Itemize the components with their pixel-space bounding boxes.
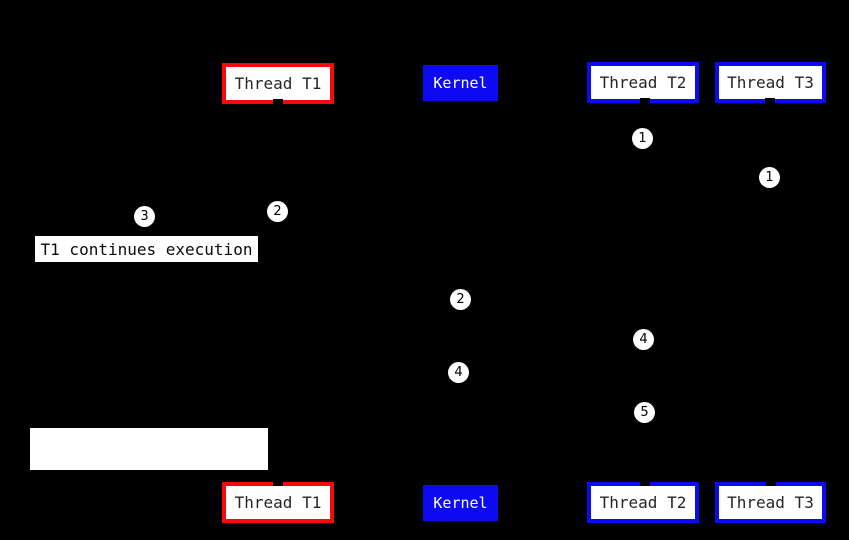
t1-continues-execution-label: T1 continues execution (35, 236, 258, 262)
step-marker-5: 5 (634, 402, 655, 423)
kernel-box-bottom: Kernel (423, 485, 498, 521)
thread-t3-box-top: Thread T3 (715, 62, 826, 103)
thread-t2-box-bottom: Thread T2 (587, 482, 699, 523)
arrow-tip-notch (273, 99, 283, 105)
step-marker-2-center: 2 (450, 289, 471, 310)
step-marker-1-thread-t3: 1 (759, 167, 780, 188)
arrow-tip-notch (765, 98, 775, 104)
step-marker-1-thread-t2: 1 (632, 128, 653, 149)
step-marker-4-center: 4 (448, 362, 469, 383)
arrow-tip-notch (766, 480, 776, 486)
step-marker-2-left: 2 (267, 201, 288, 222)
arrow-tip-notch (273, 480, 283, 486)
arrow-tip-notch (640, 98, 650, 104)
thread-t1-box-bottom: Thread T1 (222, 482, 334, 523)
step-marker-3: 3 (134, 206, 155, 227)
thread-t3-box-bottom: Thread T3 (715, 482, 826, 523)
step-marker-4-right: 4 (633, 329, 654, 350)
thread-t2-box-top: Thread T2 (587, 62, 699, 103)
blank-label-box (30, 428, 268, 470)
kernel-box-top: Kernel (423, 65, 498, 101)
arrow-tip-notch (640, 480, 650, 486)
thread-t1-box-top: Thread T1 (222, 63, 334, 104)
